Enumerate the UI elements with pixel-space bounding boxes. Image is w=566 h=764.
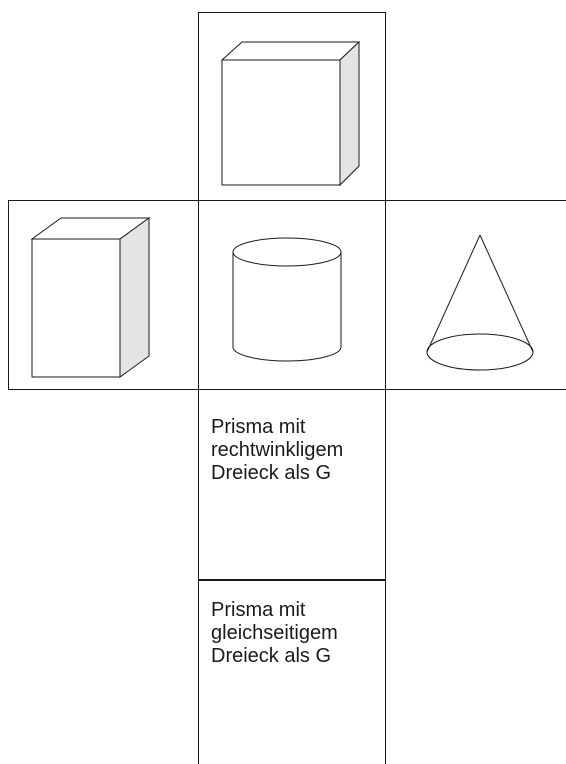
cone-icon [426,234,534,371]
grid-line [198,12,199,764]
cell-lower: Prisma mit rechtwinkligem Dreieck als G [199,390,385,579]
cell-bottom: Prisma mit gleichseitigem Dreieck als G [199,581,385,764]
cell-top [199,13,385,200]
rectangular-prism-icon [30,217,151,378]
cell-middle-center [199,201,385,389]
grid-line [198,579,386,581]
face-label-right-triangle-prism: Prisma mit rechtwinkligem Dreieck als G [211,416,344,484]
cell-middle-right [386,201,566,389]
grid-line [385,12,386,764]
grid-line [198,12,386,13]
cell-middle-left [9,201,198,389]
face-label-equilateral-triangle-prism: Prisma mit gleichseitigem Dreieck als G [211,599,338,667]
cylinder-icon [232,237,342,362]
grid-line [8,200,566,201]
grid-line [8,200,9,390]
grid-line [8,389,566,390]
cube-icon [220,40,361,187]
